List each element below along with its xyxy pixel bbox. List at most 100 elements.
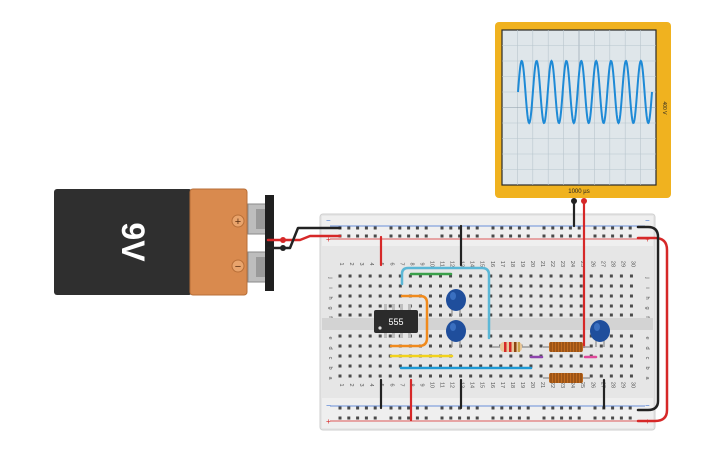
breadboard-hole[interactable] [499, 304, 503, 308]
breadboard-hole[interactable] [338, 334, 342, 338]
breadboard-hole[interactable] [549, 284, 553, 288]
breadboard-hole[interactable] [549, 294, 553, 298]
breadboard-hole[interactable] [509, 313, 513, 317]
breadboard-hole[interactable] [619, 274, 623, 278]
breadboard-hole[interactable] [517, 416, 521, 420]
oscilloscope[interactable]: 1000 µs 400 V [495, 22, 671, 204]
breadboard-hole[interactable] [619, 354, 623, 358]
breadboard-hole[interactable] [602, 234, 606, 238]
breadboard-hole[interactable] [338, 304, 342, 308]
breadboard-hole[interactable] [388, 364, 392, 368]
breadboard-hole[interactable] [358, 274, 362, 278]
breadboard-hole[interactable] [428, 364, 432, 368]
breadboard-hole[interactable] [542, 226, 546, 230]
breadboard-hole[interactable] [389, 234, 393, 238]
breadboard-hole[interactable] [549, 334, 553, 338]
breadboard-hole[interactable] [568, 406, 572, 410]
breadboard-hole[interactable] [628, 226, 632, 230]
breadboard-hole[interactable] [509, 304, 513, 308]
breadboard-hole[interactable] [388, 294, 392, 298]
breadboard-hole[interactable] [398, 416, 402, 420]
breadboard-hole[interactable] [475, 416, 479, 420]
breadboard-hole[interactable] [418, 274, 422, 278]
breadboard-hole[interactable] [509, 294, 513, 298]
breadboard-hole[interactable] [499, 313, 503, 317]
breadboard-hole[interactable] [368, 344, 372, 348]
breadboard-hole[interactable] [499, 334, 503, 338]
breadboard-hole[interactable] [388, 284, 392, 288]
breadboard-hole[interactable] [539, 284, 543, 288]
breadboard-hole[interactable] [358, 304, 362, 308]
breadboard-hole[interactable] [499, 274, 503, 278]
breadboard-hole[interactable] [569, 294, 573, 298]
breadboard-hole[interactable] [428, 313, 432, 317]
breadboard-hole[interactable] [519, 374, 523, 378]
breadboard-hole[interactable] [629, 344, 633, 348]
breadboard-hole[interactable] [529, 304, 533, 308]
breadboard-hole[interactable] [458, 416, 462, 420]
breadboard-hole[interactable] [509, 284, 513, 288]
breadboard-hole[interactable] [418, 364, 422, 368]
breadboard-hole[interactable] [428, 284, 432, 288]
breadboard-hole[interactable] [526, 406, 530, 410]
breadboard-hole[interactable] [602, 226, 606, 230]
breadboard-hole[interactable] [560, 406, 564, 410]
breadboard-hole[interactable] [539, 274, 543, 278]
breadboard-hole[interactable] [539, 374, 543, 378]
breadboard-hole[interactable] [469, 374, 473, 378]
breadboard-hole[interactable] [579, 354, 583, 358]
breadboard-hole[interactable] [368, 374, 372, 378]
breadboard-hole[interactable] [517, 234, 521, 238]
breadboard-hole[interactable] [338, 406, 342, 410]
breadboard-hole[interactable] [424, 234, 428, 238]
breadboard-hole[interactable] [629, 334, 633, 338]
breadboard-hole[interactable] [559, 274, 563, 278]
breadboard-hole[interactable] [602, 416, 606, 420]
breadboard-hole[interactable] [388, 334, 392, 338]
breadboard-hole[interactable] [559, 284, 563, 288]
breadboard-hole[interactable] [519, 313, 523, 317]
breadboard-hole[interactable] [368, 364, 372, 368]
breadboard-hole[interactable] [356, 234, 360, 238]
breadboard-hole[interactable] [529, 313, 533, 317]
breadboard-hole[interactable] [577, 234, 581, 238]
breadboard-hole[interactable] [407, 416, 411, 420]
breadboard-hole[interactable] [509, 416, 513, 420]
chip-555[interactable] [374, 304, 418, 338]
capacitor-ceramic-2[interactable] [446, 320, 466, 347]
breadboard-hole[interactable] [466, 226, 470, 230]
breadboard-hole[interactable] [539, 344, 543, 348]
breadboard-hole[interactable] [529, 274, 533, 278]
breadboard-hole[interactable] [449, 416, 453, 420]
breadboard-hole[interactable] [348, 274, 352, 278]
breadboard-hole[interactable] [559, 364, 563, 368]
capacitor-ceramic-3[interactable] [590, 320, 610, 347]
breadboard-hole[interactable] [589, 304, 593, 308]
breadboard-hole[interactable] [364, 226, 368, 230]
breadboard-hole[interactable] [489, 364, 493, 368]
breadboard-hole[interactable] [599, 354, 603, 358]
breadboard-hole[interactable] [526, 226, 530, 230]
breadboard-hole[interactable] [449, 226, 453, 230]
breadboard-hole[interactable] [347, 406, 351, 410]
breadboard-hole[interactable] [568, 234, 572, 238]
breadboard-hole[interactable] [449, 406, 453, 410]
breadboard-hole[interactable] [348, 354, 352, 358]
breadboard-hole[interactable] [509, 234, 513, 238]
breadboard-hole[interactable] [469, 364, 473, 368]
breadboard-hole[interactable] [373, 226, 377, 230]
breadboard-hole[interactable] [428, 374, 432, 378]
breadboard-hole[interactable] [579, 294, 583, 298]
breadboard-hole[interactable] [519, 294, 523, 298]
breadboard-hole[interactable] [347, 416, 351, 420]
breadboard-hole[interactable] [348, 344, 352, 348]
breadboard-hole[interactable] [589, 284, 593, 288]
breadboard-hole[interactable] [439, 274, 442, 278]
breadboard-hole[interactable] [593, 406, 597, 410]
breadboard-hole[interactable] [440, 406, 444, 410]
breadboard-hole[interactable] [529, 364, 533, 368]
breadboard-hole[interactable] [378, 344, 382, 348]
breadboard-hole[interactable] [549, 304, 553, 308]
breadboard-hole[interactable] [439, 294, 442, 298]
breadboard-hole[interactable] [509, 374, 513, 378]
